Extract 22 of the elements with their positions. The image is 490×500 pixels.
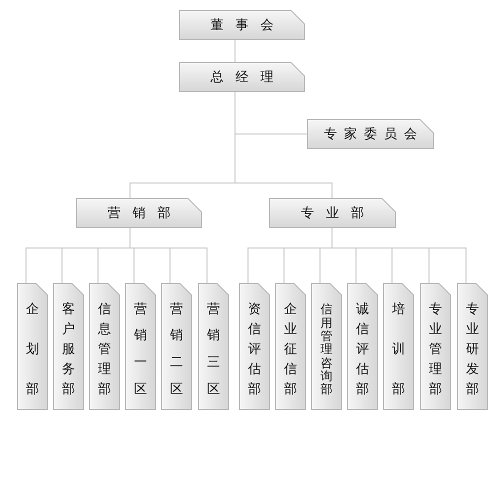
department-box: 总经理 xyxy=(179,62,305,92)
connector-line xyxy=(332,228,466,284)
department-box: 资信评估部 xyxy=(239,283,270,410)
department-box: 企划部 xyxy=(17,283,48,410)
department-box: 客户服务部 xyxy=(53,283,84,410)
connector-line xyxy=(234,40,236,62)
department-box: 专业管理部 xyxy=(420,283,451,410)
connector-line xyxy=(130,228,208,284)
department-box: 专家委员会 xyxy=(307,119,434,149)
department-box: 专业研发部 xyxy=(457,283,488,410)
department-box: 信用管理咨询部 xyxy=(311,283,342,410)
department-box: 信息管理部 xyxy=(89,283,120,410)
department-box: 培训部 xyxy=(383,283,414,410)
connector-line xyxy=(234,92,332,198)
department-box: 企业征信部 xyxy=(275,283,306,410)
department-box: 营销一区 xyxy=(125,283,156,410)
department-box: 营销部 xyxy=(76,198,202,228)
department-box: 董事会 xyxy=(179,10,305,40)
department-box: 营销三区 xyxy=(198,283,229,410)
department-box: 专业部 xyxy=(269,198,396,228)
department-box: 营销二区 xyxy=(161,283,192,410)
department-box: 诚信评估部 xyxy=(347,283,378,410)
